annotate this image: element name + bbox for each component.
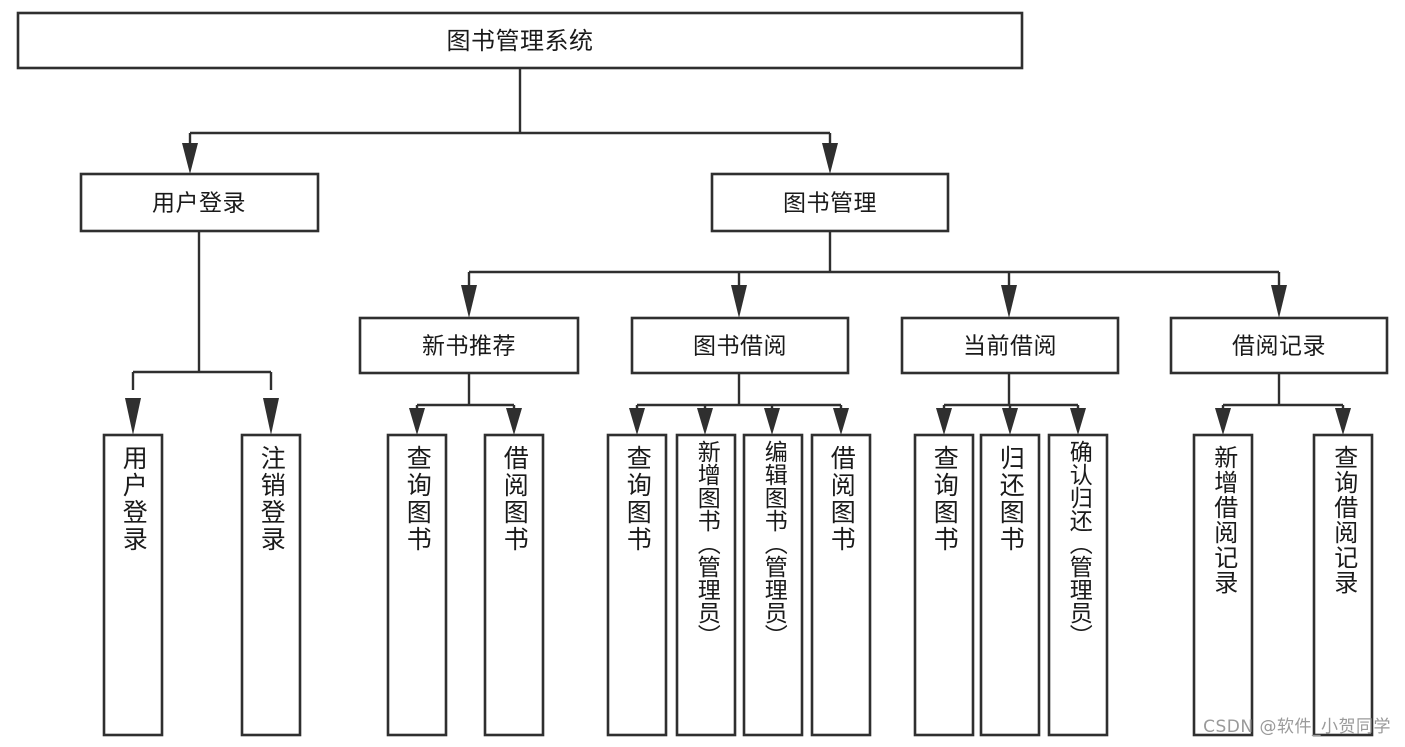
connector-group-current-borrow [936,373,1086,435]
node-current-borrow[interactable]: 当前借阅 [900,316,1120,375]
leaf-query-book-2[interactable] [606,433,668,737]
connector-group-borrow-record [1215,373,1351,435]
arrowhead-leaf-edit-book [764,408,780,435]
arrowhead-leaf-borrow-book-1 [506,408,522,435]
leaf-logout-login[interactable] [240,433,302,737]
node-root-label: 图书管理系统 [447,27,594,55]
leaf-return-book[interactable] [979,433,1041,737]
arrowhead-new-book-recommend [461,285,477,318]
leaf-borrow-book-1[interactable] [483,433,545,737]
arrowhead-leaf-add-book [697,408,713,435]
node-book-manage[interactable]: 图书管理 [710,172,950,233]
node-user-login-label: 用户登录 [152,191,246,217]
node-new-book-recommend[interactable]: 新书推荐 [358,316,580,375]
connector-group-root [182,68,838,174]
leaf-query-book-1[interactable] [386,433,448,737]
watermark-text: CSDN @软件_小贺同学 [1203,717,1391,737]
node-borrow-record-label: 借阅记录 [1232,334,1326,360]
arrowhead-leaf-query-book-3 [936,408,952,435]
arrowhead-leaf-borrow-book-2 [833,408,849,435]
arrowhead-borrow-record [1271,285,1287,318]
node-book-borrow[interactable]: 图书借阅 [630,316,850,375]
arrowhead-leaf-user-login [125,398,141,435]
leaf-edit-book[interactable] [742,433,804,737]
arrowhead-leaf-add-record [1215,408,1231,435]
arrowhead-leaf-confirm-return [1070,408,1086,435]
arrowhead-user-login [182,143,198,174]
node-book-manage-label: 图书管理 [783,191,877,217]
leaf-confirm-return[interactable] [1047,433,1109,737]
node-book-borrow-label: 图书借阅 [693,334,787,360]
leaf-query-book-3[interactable] [913,433,975,737]
arrowhead-leaf-query-book-2 [629,408,645,435]
arrowhead-book-borrow [731,285,747,318]
connector-group-user-login [125,231,279,435]
arrowhead-book-manage [822,143,838,174]
arrowhead-leaf-return-book [1002,408,1018,435]
arrowhead-leaf-query-record [1335,408,1351,435]
node-borrow-record[interactable]: 借阅记录 [1169,316,1389,375]
arrowhead-leaf-query-book-1 [409,408,425,435]
node-root[interactable]: 图书管理系统 [16,11,1024,70]
node-current-borrow-label: 当前借阅 [963,334,1057,360]
connector-group-new-book-recommend [409,373,522,435]
arrowhead-leaf-logout-login [263,398,279,435]
leaf-query-record[interactable] [1312,433,1374,737]
node-new-book-recommend-label: 新书推荐 [422,334,516,360]
connector-group-book-manage [461,231,1287,318]
leaf-borrow-book-2[interactable] [810,433,872,737]
connector-group-book-borrow [629,373,849,435]
leaf-user-login[interactable] [102,433,164,737]
leaf-add-book[interactable] [675,433,737,737]
leaf-add-record[interactable] [1192,433,1254,737]
arrowhead-current-borrow [1001,285,1017,318]
node-user-login[interactable]: 用户登录 [79,172,320,233]
